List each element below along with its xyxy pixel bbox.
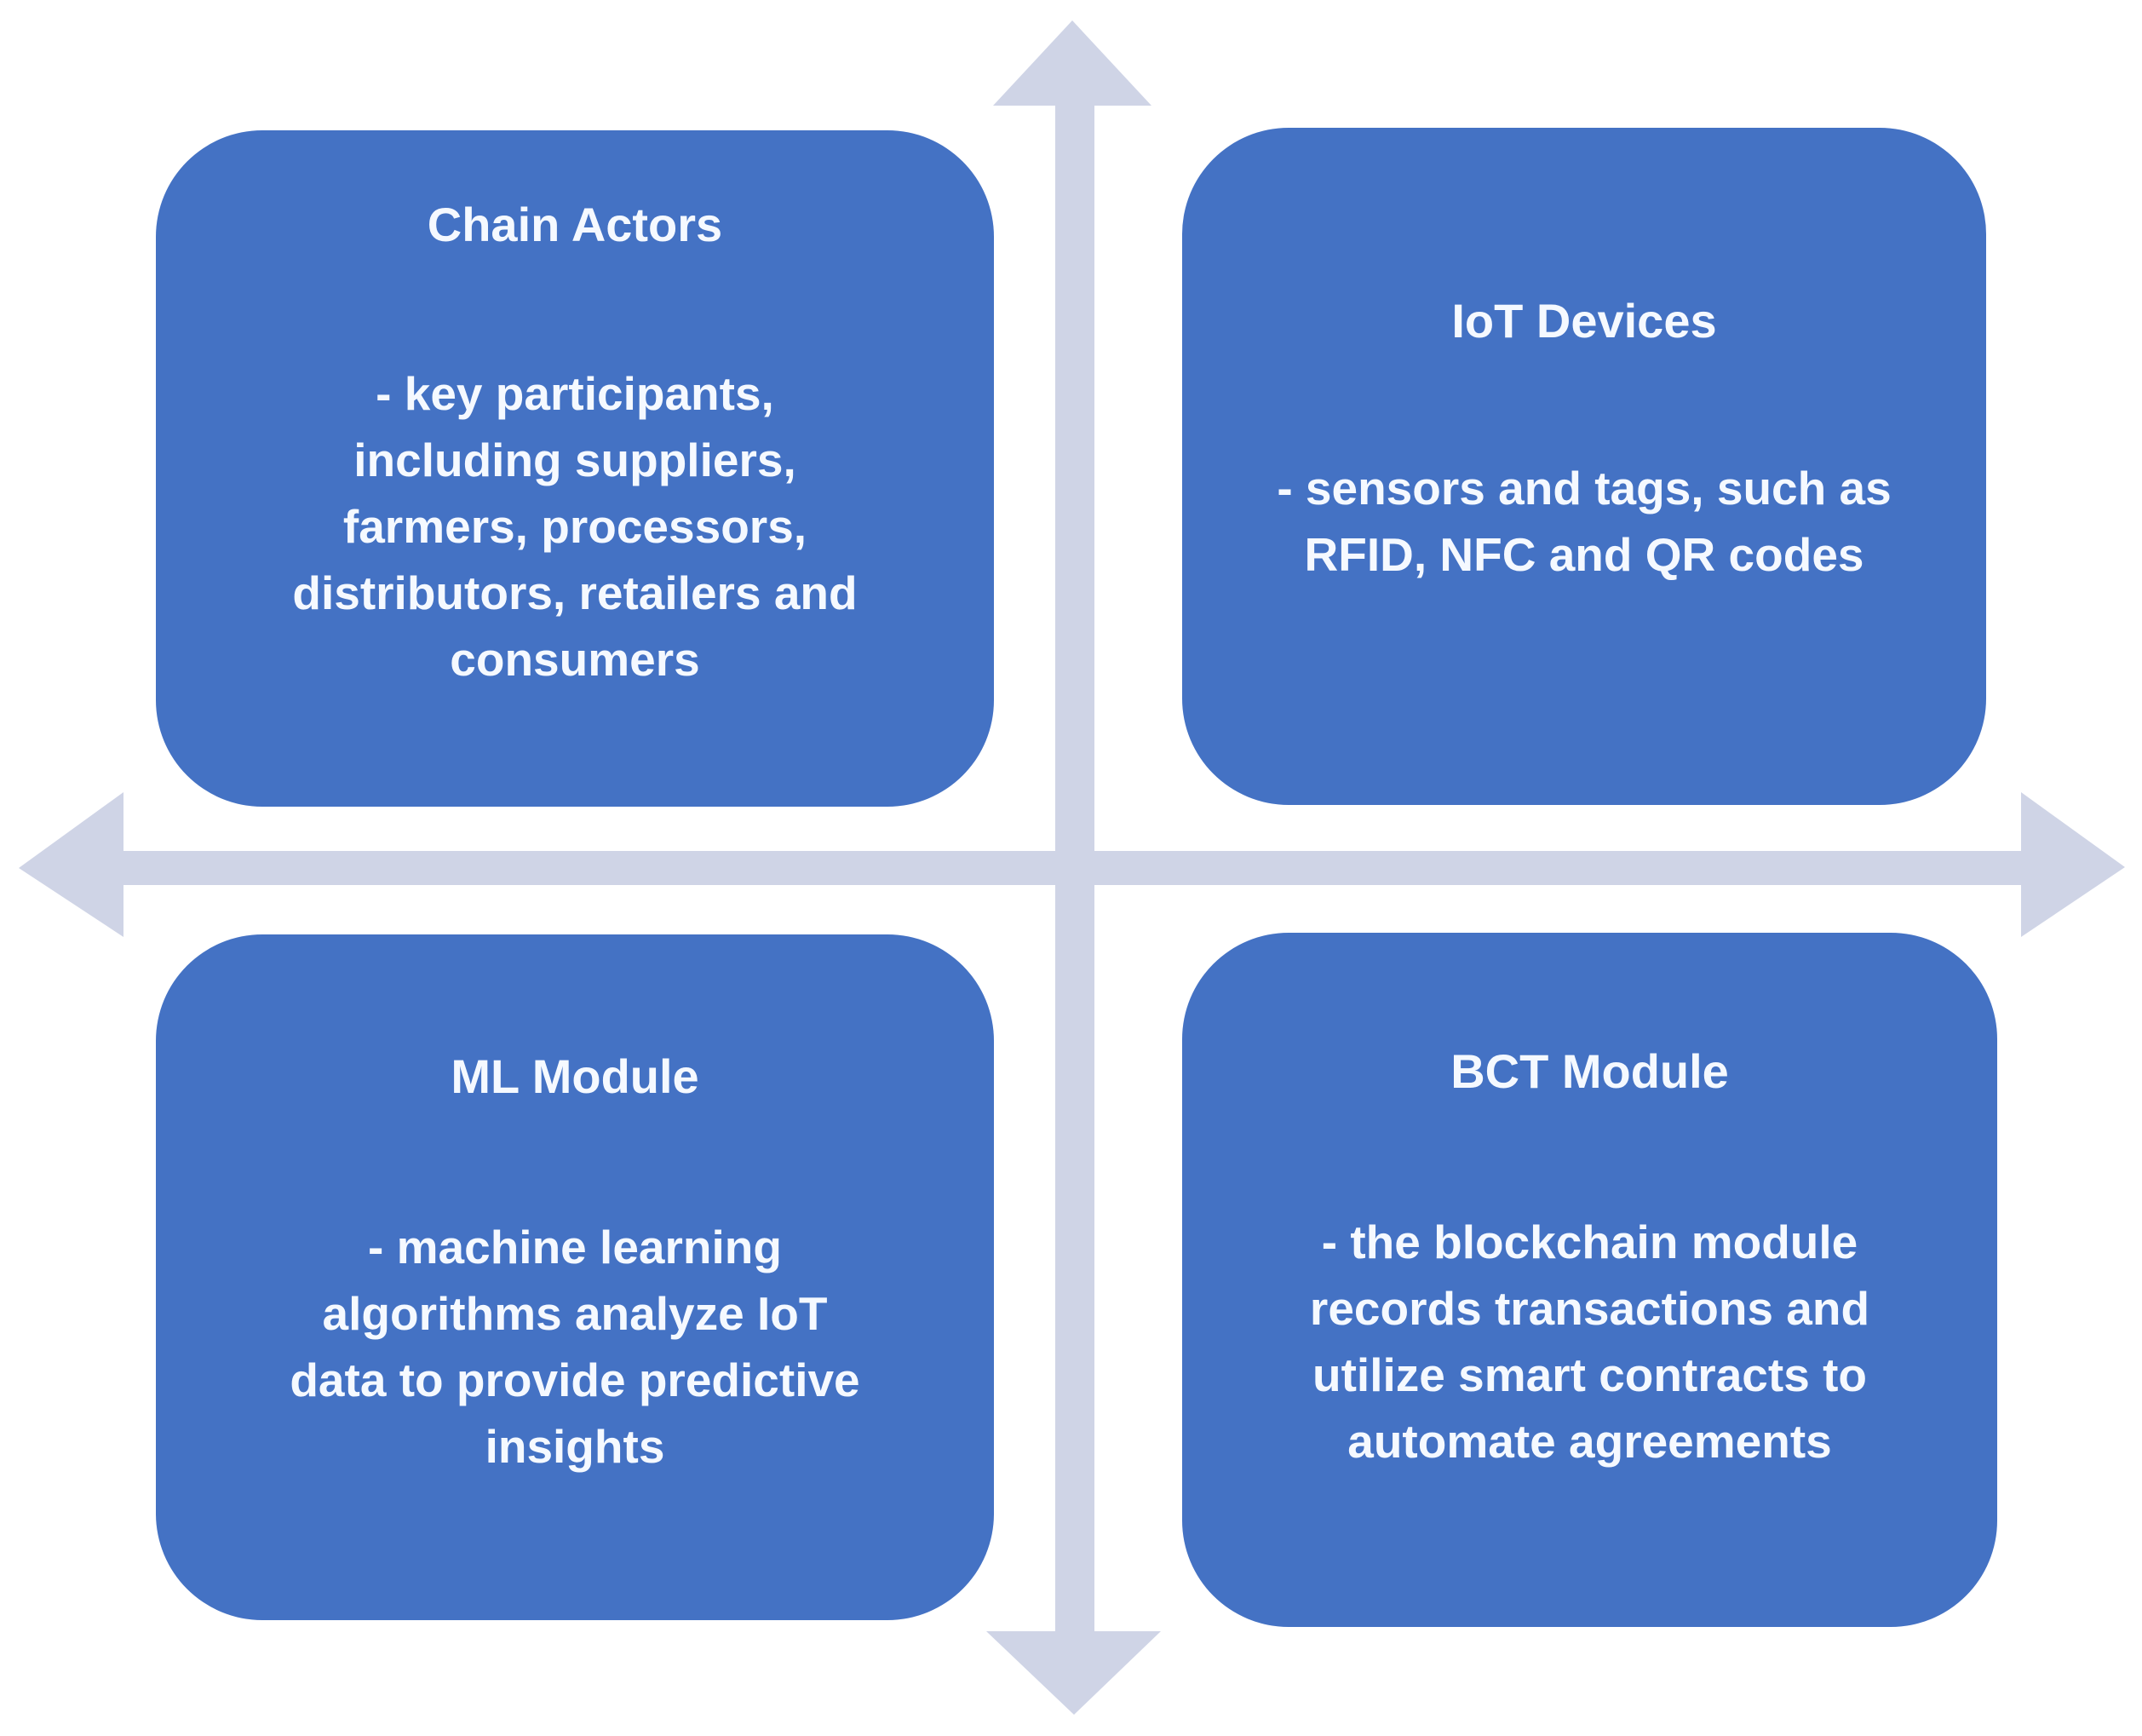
quadrant-box-chain-actors: Chain Actors - key participants, includi… [156,130,994,807]
quadrant-body: - sensors and tags, such as RFID, NFC an… [1277,462,1892,581]
left-arrow-icon [19,792,123,937]
right-arrow-icon [2021,792,2125,937]
quadrant-title: ML Module [451,1049,699,1103]
quadrant-title: IoT Devices [1451,294,1717,348]
quadrant-body: - key participants, including suppliers,… [292,367,858,686]
quadrant-body: - machine learning algorithms analyze Io… [290,1221,860,1473]
up-arrow-icon [993,20,1151,106]
horizontal-axis-shaft [111,851,2029,885]
down-arrow-icon [986,1631,1161,1715]
quadrant-box-bct-module: BCT Module - the blockchain module recor… [1182,933,1997,1627]
quadrant-box-iot-devices: IoT Devices - sensors and tags, such as … [1182,128,1986,805]
quadrant-title: Chain Actors [427,198,723,251]
quadrant-box-ml-module: ML Module - machine learning algorithms … [156,934,994,1620]
quadrant-title: BCT Module [1450,1044,1729,1098]
quadrant-body: - the blockchain module records transact… [1309,1216,1870,1468]
